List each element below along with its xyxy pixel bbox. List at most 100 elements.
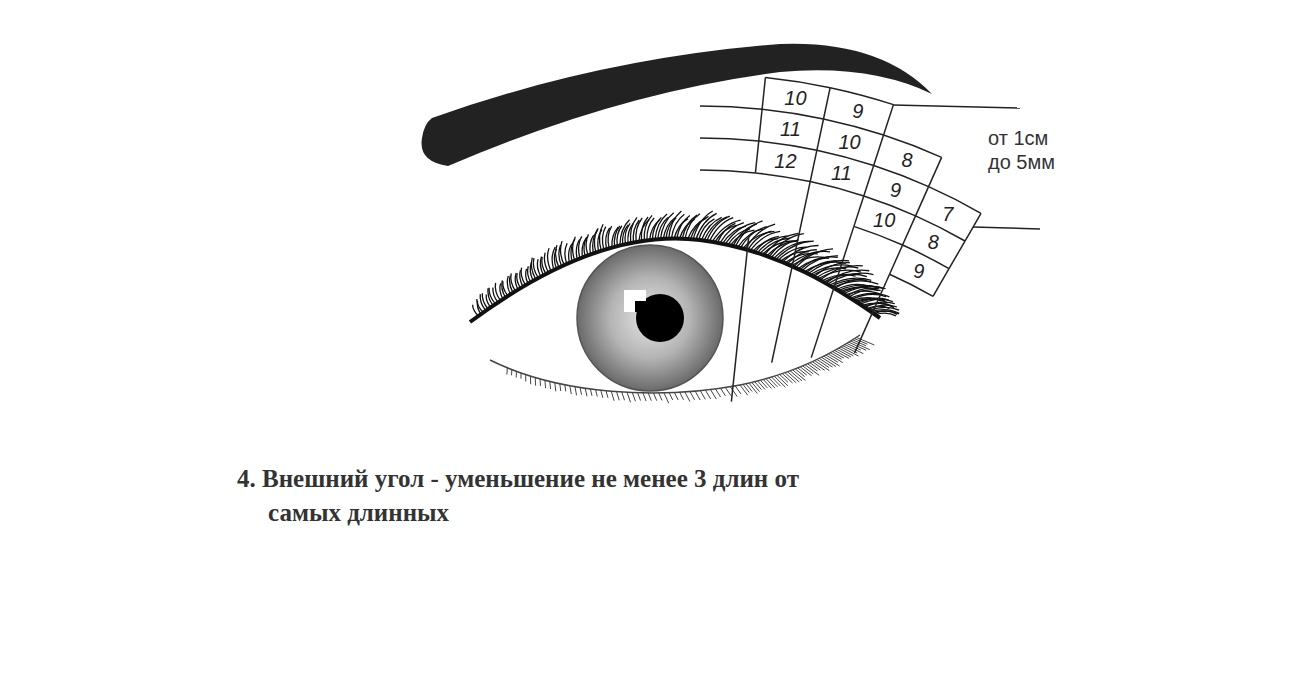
eyelash — [608, 226, 612, 248]
lower-eyelash — [735, 386, 741, 394]
lash-map-grid — [700, 77, 981, 401]
lower-eyelash — [585, 388, 587, 396]
lower-eyelash — [606, 391, 608, 398]
lower-eyelash — [525, 375, 526, 382]
lower-eyelash — [824, 356, 840, 366]
length-number: 9 — [890, 180, 901, 200]
lower-eyelash — [601, 390, 603, 398]
iris — [577, 245, 723, 391]
eyelash — [586, 234, 588, 255]
grid-line — [762, 109, 823, 119]
lower-eyelash — [580, 387, 581, 394]
lower-eyelash — [530, 376, 531, 384]
lower-eyelash — [758, 381, 766, 390]
lower-eyelash — [570, 386, 571, 394]
grid-line — [759, 109, 762, 141]
lower-eyelash — [659, 393, 662, 400]
length-number: 7 — [942, 204, 953, 224]
grid-line — [700, 170, 755, 173]
length-number: 9 — [913, 261, 924, 281]
grid-line — [817, 119, 824, 150]
highlight-corner — [635, 301, 646, 312]
grid-line — [864, 166, 874, 196]
lower-eyelash — [549, 381, 551, 389]
grid-line — [949, 241, 965, 269]
grid-line — [731, 237, 748, 402]
grid-line — [890, 274, 933, 296]
grid-line — [903, 216, 916, 245]
grid-line — [762, 77, 765, 109]
lower-eyelash — [805, 365, 819, 376]
lower-eyelash — [752, 382, 760, 391]
lower-eyelash — [715, 389, 720, 397]
lower-eyelash — [705, 390, 710, 399]
iris-group — [577, 245, 723, 391]
lower-eyelash — [720, 388, 725, 396]
grid-line — [903, 245, 949, 269]
grid-line — [929, 187, 981, 214]
grid-line — [884, 105, 894, 135]
grid-line — [890, 245, 903, 274]
eyelash — [573, 237, 576, 261]
lower-eyelash — [793, 370, 806, 381]
eyelash — [565, 243, 567, 264]
grid-line — [772, 182, 810, 363]
lower-eyelash — [575, 387, 577, 396]
length-number: 11 — [780, 119, 801, 139]
length-number: 8 — [902, 150, 913, 170]
grid-line — [916, 216, 965, 241]
grid-line — [854, 196, 864, 226]
lower-eyelash — [653, 393, 656, 401]
lower-eyelash — [627, 392, 630, 402]
grid-line — [933, 269, 949, 297]
eyelash — [548, 248, 552, 271]
lower-eyelash — [617, 392, 620, 401]
upper-lid — [470, 238, 880, 322]
grid-line — [824, 88, 831, 119]
lower-eyelash — [590, 389, 592, 396]
length-number: 9 — [852, 101, 863, 121]
lower-eyelash — [700, 391, 705, 400]
lower-eyelash — [622, 392, 625, 400]
lower-eyelash — [596, 390, 598, 397]
length-number: 8 — [928, 232, 939, 252]
lower-eyelash — [638, 393, 641, 401]
lower-eyelash — [664, 393, 669, 403]
grid-line — [755, 141, 758, 173]
lower-eyelash — [755, 382, 762, 390]
upper-lashes — [473, 211, 900, 316]
eyelash — [521, 268, 525, 285]
length-number: 12 — [774, 151, 796, 171]
lower-eyelash — [690, 392, 695, 400]
eyelash — [579, 236, 582, 258]
lower-lid — [490, 335, 860, 393]
bracket-line — [893, 105, 1020, 108]
grid-line — [929, 157, 942, 186]
length-number: 10 — [873, 210, 895, 230]
grid-line — [874, 135, 884, 165]
lower-eyelash — [544, 380, 546, 388]
grid-line — [700, 138, 759, 141]
eyelash — [560, 241, 564, 265]
lower-eyelash — [760, 380, 767, 388]
grid-line — [759, 141, 817, 150]
lower-eyelash — [746, 384, 752, 392]
grid-line — [811, 226, 854, 357]
length-number: 11 — [831, 163, 852, 183]
length-number: 10 — [784, 88, 806, 108]
lower-eyelash — [669, 393, 672, 400]
grid-line — [810, 150, 817, 181]
lower-eyelash — [555, 383, 556, 392]
grid-line — [755, 173, 810, 182]
grid-line — [855, 274, 890, 353]
lower-eyelash — [611, 391, 614, 401]
lower-eyelash — [674, 392, 678, 400]
lower-eyelash — [743, 384, 749, 392]
grid-line — [916, 187, 929, 216]
grid-line — [765, 77, 830, 87]
lower-eyelash — [710, 390, 716, 400]
lower-eyelash — [815, 361, 830, 371]
eye-white — [470, 238, 880, 393]
grid-line — [810, 182, 864, 196]
